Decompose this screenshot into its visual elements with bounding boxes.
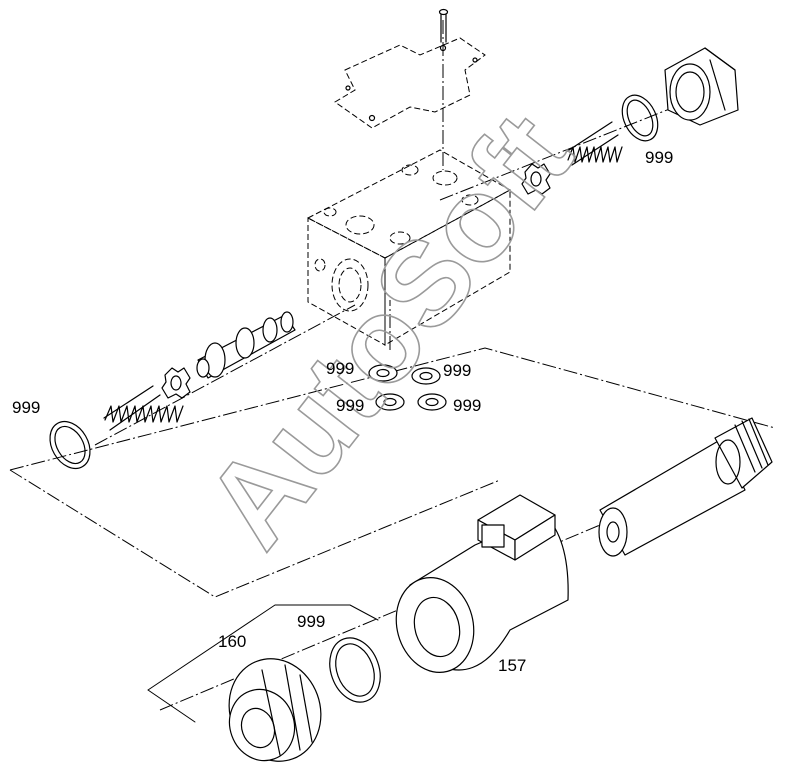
callout-seal-washer-4: 999: [453, 396, 481, 415]
callout-right-o-ring: 999: [645, 148, 673, 167]
right-star-washer: [521, 163, 551, 195]
left-star-washer: [161, 367, 191, 399]
callout-seal-washer-1: 999: [326, 359, 354, 378]
callout-seal-washer-2: 999: [443, 361, 471, 380]
callout-left-o-ring: 999: [12, 398, 40, 417]
solenoid-coil: [395, 494, 569, 673]
plug-fitting: [664, 47, 739, 126]
left-spring: [103, 385, 184, 431]
valve-housing: [306, 149, 512, 346]
left-o-ring: [49, 420, 91, 470]
solenoid-tube: [598, 417, 773, 557]
screw: [438, 8, 449, 43]
callout-seal-washer-3: 999: [336, 396, 364, 415]
seal-washers: [368, 364, 447, 411]
callout-nut: 160: [218, 632, 246, 651]
coil-o-ring: [329, 637, 381, 703]
right-o-ring: [621, 94, 659, 142]
cover-plate: [334, 37, 486, 129]
callout-solenoid-coil: 157: [498, 656, 526, 675]
spool: [196, 311, 296, 379]
right-spring: [565, 121, 623, 166]
callout-coil-o-ring: 999: [297, 612, 325, 631]
coil-nut: [228, 658, 322, 762]
